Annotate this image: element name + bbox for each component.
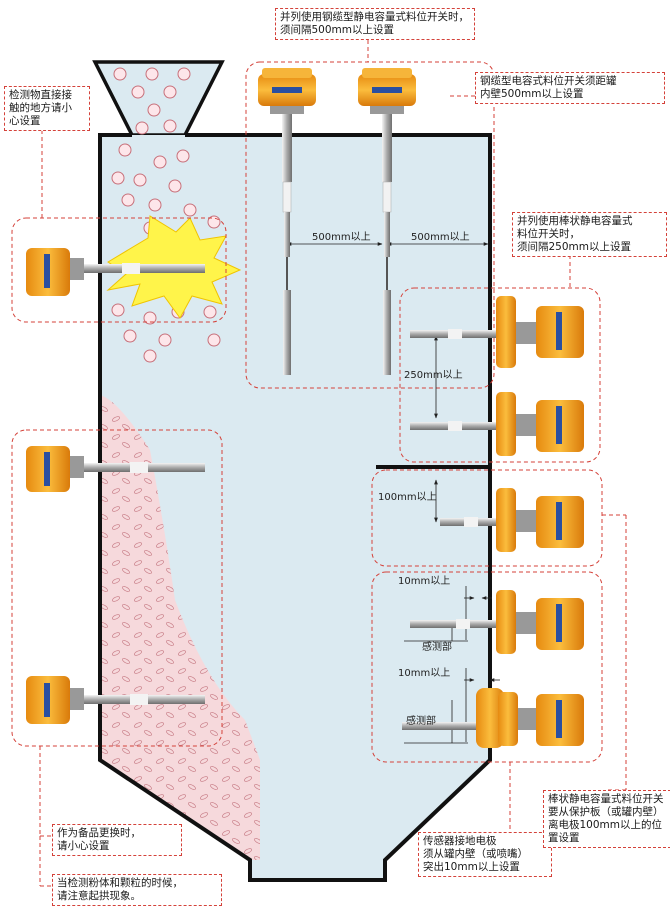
right-sensor-2 [410,392,584,456]
cable-sensor-1 [258,68,316,375]
note-arching: 当检测粉体和颗粒的时候， 请注意起拱现象。 [52,874,222,906]
particles [111,67,221,363]
right-sensor-3 [440,488,584,552]
right-sensor-5 [402,688,584,748]
right-sensor-1 [410,296,584,368]
sensing-part-b: 感测部 [406,714,436,727]
note-cable-spacing: 并列使用钢缆型静电容量式料位开关时， 须间隔500mm以上设置 [275,8,475,40]
dim-10-a: 10mm以上 [398,575,450,587]
note-rod-spacing: 并列使用棒状静电容量式 料位开关时， 须间隔250mm以上设置 [512,212,667,257]
dim-500-left: 500mm以上 [312,231,371,243]
cable-sensor-2 [358,68,416,375]
note-ground-electrode: 传感器接地电极 须从罐内壁（或喷嘴） 突出10mm以上设置 [418,832,552,877]
left-sensor-low [26,676,205,724]
note-direct-contact: 检测物直接接 触的地方请小 心设置 [4,86,90,131]
note-protection-plate: 棒状静电容量式料位开关 要从保护板（或罐内壁） 离电极100mm以上的位 置设置 [543,790,670,848]
dim-500-right: 500mm以上 [411,231,470,243]
note-spare-replacement: 作为备品更换时， 请小心设置 [52,824,182,856]
tank-wall [98,133,492,882]
protection-plate [376,465,492,469]
dashed-zones [11,61,603,763]
note-cable-wall-distance: 钢缆型电容式料位开关须距罐 内壁500mm以上设置 [475,72,665,104]
dim-100: 100mm以上 [378,491,437,503]
sensing-part-a: 感测部 [422,640,452,653]
right-sensor-4 [410,590,584,654]
left-sensor-burst [26,248,205,296]
dim-250: 250mm以上 [404,369,463,381]
dim-10-b: 10mm以上 [398,667,450,679]
left-sensor-mid [26,446,205,492]
